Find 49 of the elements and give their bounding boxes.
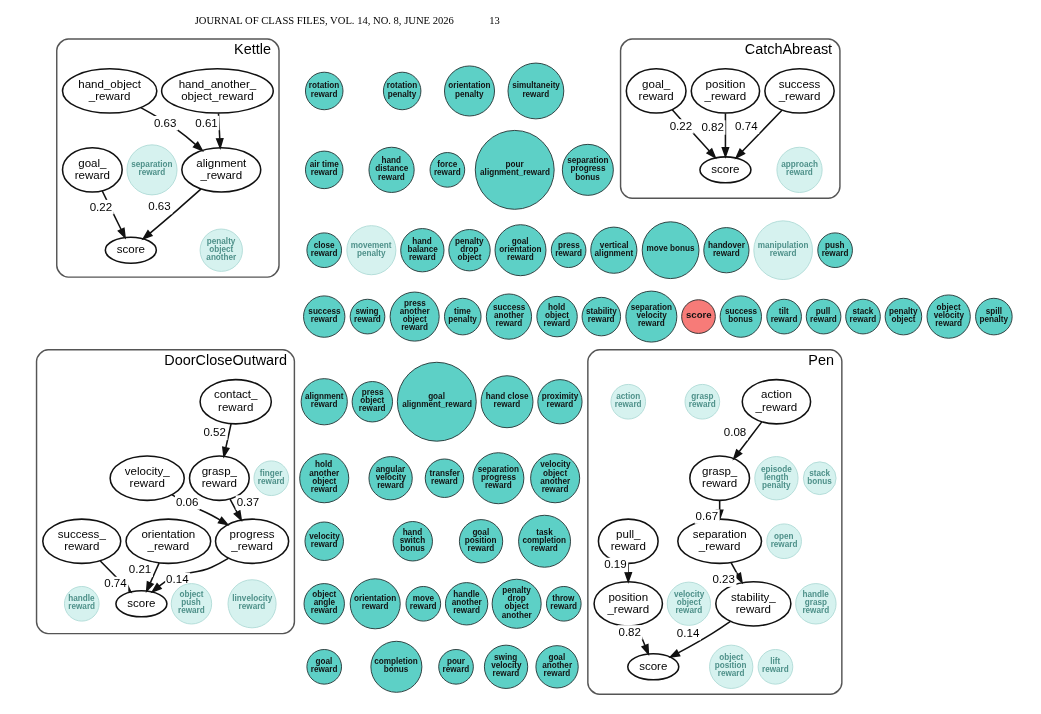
edge-label: 0.22 bbox=[89, 200, 113, 213]
edge-label: 0.74 bbox=[104, 577, 127, 590]
node-ellipse: success_ reward bbox=[42, 518, 122, 565]
arrow bbox=[221, 423, 232, 459]
edge-label: 0.82 bbox=[701, 120, 724, 133]
arrow bbox=[140, 106, 204, 152]
edge-label: 0.74 bbox=[735, 120, 758, 133]
node-ellipse: hand_object _reward bbox=[61, 68, 158, 114]
arrow bbox=[215, 112, 224, 150]
arrow bbox=[141, 188, 202, 241]
node-circle: score bbox=[681, 299, 716, 334]
edge-label: 0.63 bbox=[148, 200, 171, 213]
node-ellipse: score bbox=[104, 236, 158, 264]
node-ellipse: success _reward bbox=[764, 68, 835, 114]
arrow bbox=[730, 561, 744, 585]
edge-label: 0.82 bbox=[618, 625, 641, 638]
node-ellipse: hand_another_ object_reward bbox=[160, 68, 274, 114]
label: JOURNAL OF CLASS FILES, VOL. 14, NO. 8, JUNE 2026 bbox=[194, 15, 454, 27]
edge-label: 0.22 bbox=[669, 119, 693, 132]
edge-label: 0.61 bbox=[195, 116, 218, 129]
node-ellipse: position _reward bbox=[690, 68, 761, 114]
node-ellipse: grasp_ reward bbox=[689, 455, 751, 502]
edge-label: 0.63 bbox=[153, 116, 177, 129]
arrow bbox=[732, 421, 763, 461]
arrow bbox=[668, 620, 732, 659]
edge-label: 0.14 bbox=[676, 626, 700, 639]
edge-label: 0.67 bbox=[695, 510, 719, 523]
node-ellipse: action _reward bbox=[741, 378, 812, 425]
edge-label: 0.08 bbox=[723, 426, 747, 439]
arrow bbox=[145, 562, 160, 594]
edge-label: 0.23 bbox=[712, 573, 735, 586]
edge-label: 0.14 bbox=[166, 573, 189, 586]
node-ellipse: goal_ reward bbox=[625, 68, 687, 114]
arrow bbox=[721, 112, 730, 159]
node-ellipse: alignment _reward bbox=[181, 146, 262, 193]
node-ellipse: goal_ reward bbox=[61, 146, 123, 193]
edge-label: 0.52 bbox=[203, 426, 226, 439]
arrow bbox=[229, 498, 243, 523]
node-ellipse: orientation _reward bbox=[125, 518, 212, 565]
node-ellipse: contact_ reward bbox=[199, 378, 273, 425]
node-ellipse: score bbox=[699, 156, 752, 184]
label: 13 bbox=[489, 15, 500, 27]
node-ellipse: score bbox=[627, 653, 680, 681]
edge-label: 0.37 bbox=[236, 496, 260, 509]
edge-label: 0.06 bbox=[175, 495, 199, 508]
node-ellipse: score bbox=[115, 590, 168, 618]
edge-label: 0.19 bbox=[604, 558, 627, 571]
edge-label: 0.21 bbox=[128, 563, 152, 576]
node-ellipse: position _reward bbox=[593, 580, 664, 627]
